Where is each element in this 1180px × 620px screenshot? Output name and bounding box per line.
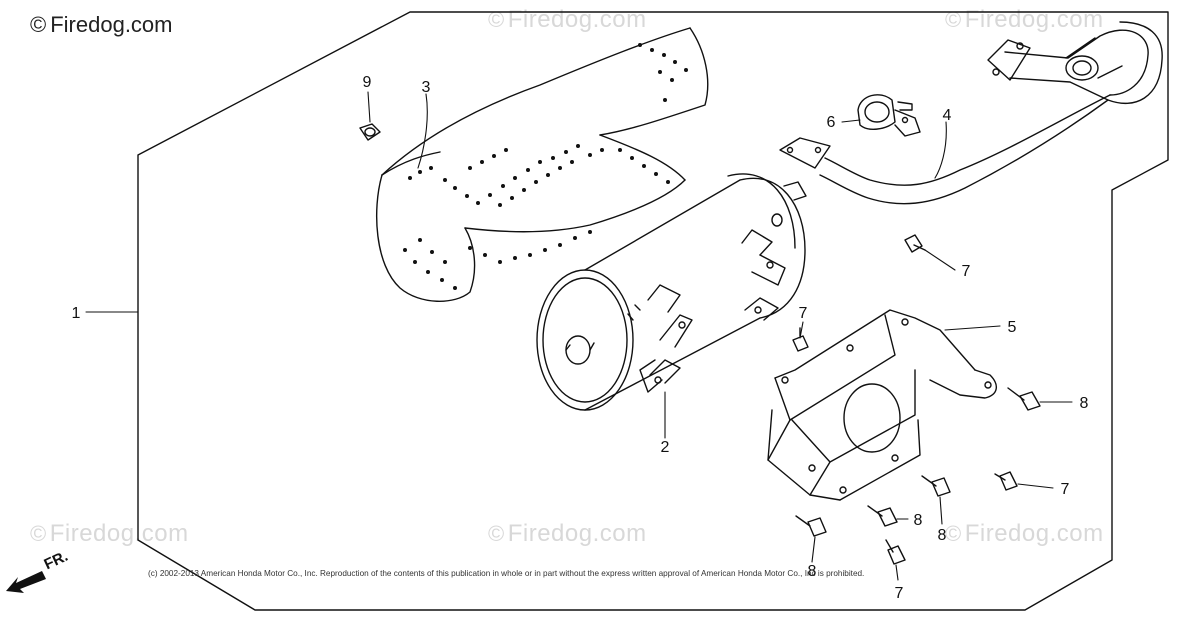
callout-8: 8 [914,512,923,529]
pipe-clamp-part [857,94,921,137]
heat-shield-perforations [403,43,688,290]
bolt-part-7 [904,234,926,253]
callout-7: 7 [895,585,904,602]
callout-7: 7 [1061,481,1070,498]
heat-shield-part [375,27,709,302]
callout-3: 3 [422,79,431,96]
watermark: ©Firedog.com [488,520,647,547]
bolt-part-8 [921,475,951,497]
bolt-part-8 [1007,387,1041,411]
muffler-bracket-part [767,309,997,501]
callout-7: 7 [799,305,808,322]
callout-leader-lines [85,91,1073,581]
callout-5: 5 [1008,319,1017,336]
callout-7: 7 [962,263,971,280]
assembly-outline [137,11,1169,611]
callout-8: 8 [1080,395,1089,412]
nut-part-9 [359,123,381,141]
callout-1: 1 [72,305,81,322]
copyright-notice: (c) 2002-2013 American Honda Motor Co., … [148,569,865,578]
bolt-part-8 [867,505,898,527]
bolt-part-8 [795,515,827,537]
watermark: ©Firedog.com [30,520,189,547]
callout-9: 9 [363,74,372,91]
callout-8: 8 [938,527,947,544]
muffler-part [536,173,807,411]
brand-text: Firedog.com [50,12,173,37]
callout-2: 2 [661,439,670,456]
bolt-part-7 [994,471,1018,491]
copyright-symbol-icon: © [30,12,47,37]
bolt-part-7 [792,327,809,352]
watermark: ©Firedog.com [488,6,647,33]
callout-6: 6 [827,114,836,131]
watermark: ©Firedog.com [945,6,1104,33]
exhaust-pipe-part [779,21,1163,205]
front-direction-arrow-icon [6,571,46,593]
callout-4: 4 [943,107,952,124]
callout-8: 8 [808,563,817,580]
watermark: ©Firedog.com [945,520,1104,547]
bolt-part-7 [885,539,906,565]
brand-logo: ©Firedog.com [30,12,173,38]
